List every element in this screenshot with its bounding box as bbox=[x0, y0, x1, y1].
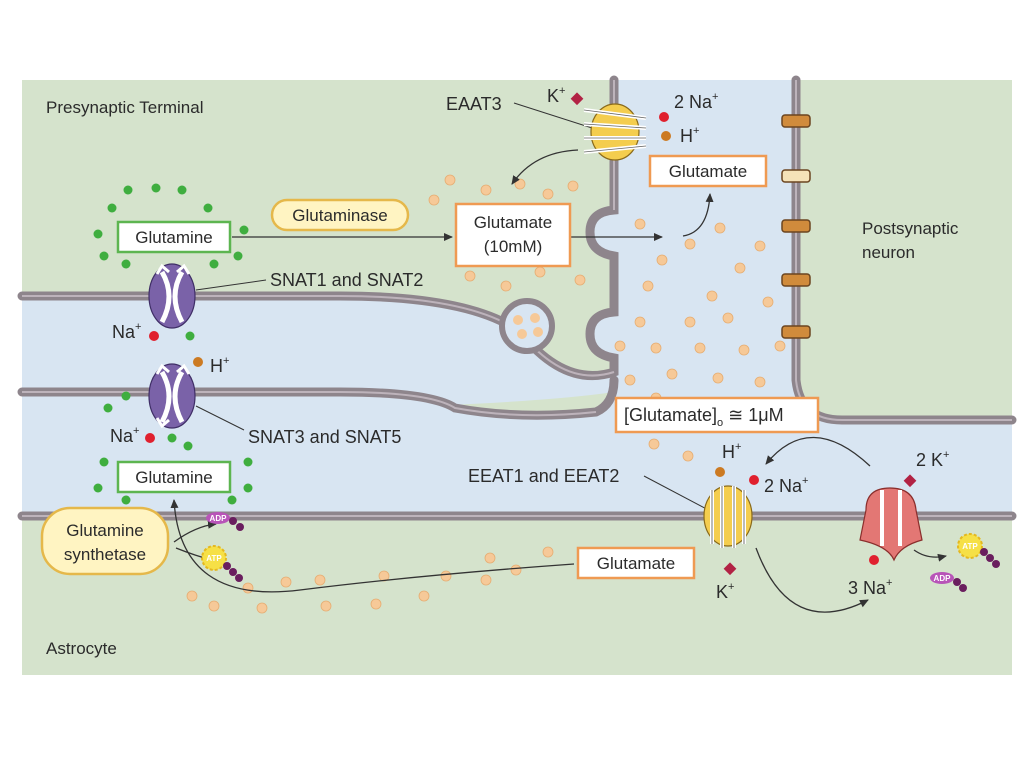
eaat3-transporter bbox=[583, 103, 647, 161]
postsynaptic-receptors bbox=[781, 114, 811, 339]
snat35-transporter bbox=[148, 363, 196, 429]
two-na-label-eaat3: 2 Na+ bbox=[674, 91, 718, 112]
vesicle-glutamate bbox=[513, 315, 523, 325]
atp-molecule: ATP bbox=[201, 545, 243, 582]
astrocyte-label: Astrocyte bbox=[46, 639, 117, 658]
glutamate-conc-box bbox=[614, 396, 820, 434]
vesicle-glutamate bbox=[517, 329, 527, 339]
atp-molecule-pump: ATP bbox=[957, 533, 1000, 568]
glutamate-astro-label: Glutamate bbox=[597, 554, 675, 573]
adp-label-2: ADP bbox=[934, 574, 952, 583]
gs-label-2: synthetase bbox=[64, 545, 146, 564]
gs-label-1: Glutamine bbox=[66, 521, 143, 540]
glutamate-10mm-box bbox=[454, 202, 572, 268]
h-ion-label-snat35: H+ bbox=[210, 355, 229, 376]
pointer-lines bbox=[195, 102, 717, 515]
glutamine-label-top: Glutamine bbox=[135, 228, 212, 247]
adp-molecule: ADP bbox=[206, 512, 244, 531]
glutamate-cleft-box bbox=[648, 154, 768, 188]
glutamine-box-bottom bbox=[116, 460, 232, 494]
vesicle-glutamate bbox=[533, 327, 543, 337]
na-ion-label-snat12: Na+ bbox=[112, 321, 141, 342]
glutamine-label-bottom: Glutamine bbox=[135, 468, 212, 487]
na-k-pump bbox=[859, 487, 923, 562]
glutamate-conc-label: [Glutamate]o ≅ 1μM bbox=[624, 405, 784, 429]
glutamine-synthetase-box bbox=[40, 506, 170, 576]
k-ion-label-eaat3: K+ bbox=[547, 85, 565, 106]
glutamate-cleft-label: Glutamate bbox=[669, 162, 747, 181]
eeat12-label: EEAT1 and EEAT2 bbox=[468, 466, 619, 486]
glutamate-10mm-label-2: (10mM) bbox=[484, 237, 543, 256]
glutamine-box-top bbox=[116, 220, 232, 254]
flow-arrows bbox=[170, 149, 947, 613]
synaptic-vesicle bbox=[499, 298, 555, 354]
glutamate-dots bbox=[186, 174, 786, 614]
postsynaptic-label-1: Postsynaptic bbox=[862, 219, 959, 238]
k-ion-label-eeat: K+ bbox=[716, 581, 734, 602]
snat12-transporter bbox=[148, 263, 196, 329]
presynaptic-label: Presynaptic Terminal bbox=[46, 98, 203, 117]
glutaminase-box bbox=[270, 198, 410, 232]
two-na-label-eeat: 2 Na+ bbox=[764, 475, 808, 496]
eaat3-label: EAAT3 bbox=[446, 94, 502, 114]
glutamate-astro-box bbox=[576, 546, 696, 580]
atp-label-2: ATP bbox=[962, 542, 978, 551]
snat12-label: SNAT1 and SNAT2 bbox=[270, 270, 423, 290]
adp-molecule-pump: ADP bbox=[930, 572, 967, 592]
h-ion-label-eeat: H+ bbox=[722, 441, 741, 462]
glutaminase-label: Glutaminase bbox=[292, 206, 387, 225]
three-na-label-pump: 3 Na+ bbox=[848, 577, 892, 598]
snat35-label: SNAT3 and SNAT5 bbox=[248, 427, 401, 447]
na-ion-label-snat35: Na+ bbox=[110, 425, 139, 446]
glutamine-dots bbox=[93, 183, 253, 505]
atp-label-1: ATP bbox=[206, 554, 222, 563]
adp-label-1: ADP bbox=[210, 514, 228, 523]
h-ion-label-eaat3: H+ bbox=[680, 125, 699, 146]
postsynaptic-label-2: neuron bbox=[862, 243, 915, 262]
eeat12-transporter bbox=[703, 485, 753, 548]
two-k-label-pump: 2 K+ bbox=[916, 449, 949, 470]
vesicle-glutamate bbox=[530, 313, 540, 323]
glutamate-10mm-label-1: Glutamate bbox=[474, 213, 552, 232]
